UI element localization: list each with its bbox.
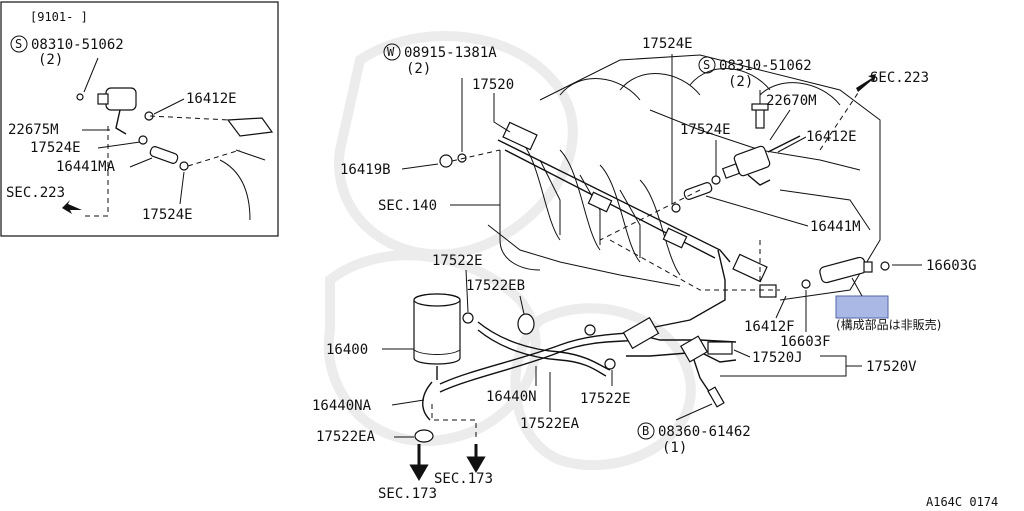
- rail-fitting: [759, 284, 777, 298]
- connector-17520J: [707, 341, 733, 355]
- bolt-b-icon: [707, 386, 725, 408]
- clamp-icon-17522EB: [517, 313, 535, 335]
- bolt-b-qty: (1): [662, 440, 687, 456]
- label-sec140: SEC.140: [378, 198, 437, 214]
- sec173-arrow-icon-b: [409, 444, 429, 481]
- sec223-arrow-icon: [856, 74, 876, 92]
- inset-panel: [9101- ] S 08310-51062 (2) 16412E 22675M…: [0, 1, 279, 237]
- b-mark: B: [642, 424, 649, 438]
- figure-code: A164C 0174: [926, 495, 998, 509]
- label-17522E-top: 17522E: [432, 253, 483, 269]
- inset-sec-arrow-icon: [62, 200, 82, 214]
- label-16440N: 16440N: [486, 389, 537, 405]
- sec173-arrow-icon-a: [466, 444, 486, 473]
- fuel-hoses: [422, 316, 737, 421]
- inset-label-22675M: 22675M: [8, 122, 59, 138]
- clamp-icon-17522E: [462, 312, 474, 324]
- label-16603G: 16603G: [926, 258, 977, 274]
- oring-icon: [880, 261, 890, 271]
- inset-label-17524E: 17524E: [30, 140, 81, 156]
- label-sec173-a: SEC.173: [434, 471, 493, 487]
- clamp-icon-mid: [584, 324, 596, 336]
- inset-clamp-icon-2: [179, 161, 189, 171]
- s-mark-circle: [698, 56, 716, 74]
- bolt-s-code: 08310-51062: [719, 58, 812, 74]
- inset-sec-ref: SEC.223: [6, 185, 65, 201]
- hose-clamps: [414, 153, 616, 443]
- rail-end: [732, 253, 768, 283]
- inset-manifold-line: [219, 159, 251, 221]
- intake-manifold: [487, 54, 881, 331]
- label-17522EA-clamp: 17522EA: [316, 429, 376, 445]
- watermark: [323, 31, 696, 471]
- inset-label-16441MA: 16441MA: [56, 159, 116, 175]
- injector-highlight: [835, 295, 889, 319]
- label-22670M: 22670M: [766, 93, 817, 109]
- fuel-injector: [801, 256, 890, 319]
- fuel-filter: [413, 293, 461, 380]
- label-17520V: 17520V: [866, 359, 917, 375]
- label-16419B: 16419B: [340, 162, 391, 178]
- note-not-sold: (構成部品は非販売): [836, 317, 941, 332]
- inset-border: [0, 1, 279, 237]
- label-16400: 16400: [326, 342, 368, 358]
- label-16440NA: 16440NA: [312, 398, 372, 414]
- s-mark: S: [703, 58, 710, 72]
- inset-clamp-icon: [138, 135, 148, 145]
- label-17520J: 17520J: [752, 350, 803, 366]
- b-mark-circle: [637, 422, 655, 440]
- label-16412F: 16412F: [744, 319, 795, 335]
- washer-code: 08915-1381A: [404, 45, 497, 61]
- inset-bolt-qty: (2): [38, 52, 63, 68]
- label-16441M: 16441M: [810, 219, 861, 235]
- inset-bolt-icon: [76, 93, 84, 101]
- label-17522E-bottom: 17522E: [580, 391, 631, 407]
- label-17522EA: 17522EA: [520, 416, 580, 432]
- inset-label-17524E-lower: 17524E: [142, 207, 193, 223]
- w-mark: W: [387, 45, 395, 59]
- regulator-clamp-icon: [711, 175, 721, 185]
- label-16603F: 16603F: [780, 334, 831, 350]
- inset-bolt-code: 08310-51062: [31, 37, 124, 53]
- label-17524E-mid: 17524E: [680, 122, 731, 138]
- oring-icon-2: [801, 279, 811, 289]
- clamp-icon-17522EA: [414, 429, 434, 443]
- bolt-b-code: 08360-61462: [658, 424, 751, 440]
- label-17520: 17520: [472, 77, 514, 93]
- w-mark-circle: [383, 43, 401, 61]
- regulator-bolt-icon: [755, 107, 765, 129]
- main-labels: W 08915-1381A (2) 17520 16419B SEC.140 1…: [312, 36, 977, 502]
- bolt-s-qty: (2): [728, 74, 753, 90]
- label-17524E-top: 17524E: [642, 36, 693, 52]
- inset-leader-bolt: [83, 57, 99, 93]
- guide-lines: [431, 89, 861, 440]
- inset-label-16412E: 16412E: [186, 91, 237, 107]
- label-sec173-b: SEC.173: [378, 486, 437, 502]
- pressure-regulator: [671, 103, 801, 213]
- label-sec223: SEC.223: [870, 70, 929, 86]
- inset-hose-icon: [149, 146, 179, 164]
- washer-qty: (2): [406, 61, 431, 77]
- regulator-clamp-icon-2: [671, 203, 681, 213]
- inset-s-mark-circle: [10, 35, 28, 53]
- inset-date-code: [9101- ]: [30, 10, 88, 24]
- inset-s-mark: S: [15, 37, 22, 51]
- bolt-16419B-icon: [439, 154, 453, 168]
- inset-valve: [76, 87, 137, 135]
- label-17522EB: 17522EB: [466, 278, 525, 294]
- clamp-icon-17522E-lower: [604, 358, 616, 370]
- washer-icon: [457, 153, 467, 163]
- label-16412E: 16412E: [806, 129, 857, 145]
- inset-manifold-stub: [226, 117, 274, 137]
